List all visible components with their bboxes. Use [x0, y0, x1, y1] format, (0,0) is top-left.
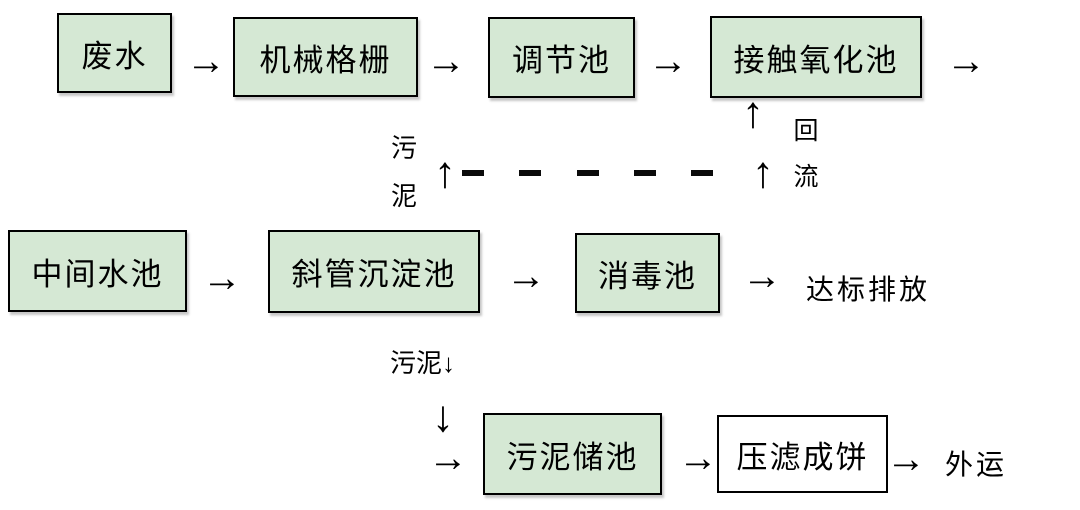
node-disinfection-tank-label: 消毒池 — [598, 258, 697, 294]
arrow-up-icon: ↑ — [752, 148, 774, 197]
node-mechanical-screen-label: 机械格栅 — [259, 42, 392, 78]
dash-segment — [576, 170, 599, 176]
dash-segment — [633, 170, 656, 176]
arrow-down-icon: ↓ — [432, 392, 454, 441]
arrow-right-icon: → — [678, 436, 718, 480]
node-intermediate-tank-label: 中间水池 — [31, 256, 164, 292]
label-outbound-transport: 外运 — [945, 449, 1008, 480]
label-discharge: 达标排放 — [806, 274, 931, 305]
node-wastewater-label: 废水 — [81, 38, 148, 74]
arrow-right-icon: → — [648, 39, 688, 83]
node-equalization-tank: 调节池 — [488, 17, 635, 98]
node-disinfection-tank: 消毒池 — [575, 233, 720, 313]
arrow-right-icon: → — [886, 437, 926, 481]
label-sludge-down: 污泥↓ — [390, 348, 456, 378]
node-filter-press-cake-label: 压滤成饼 — [736, 439, 869, 475]
node-inclined-tube-sedimentation-tank: 斜管沉淀池 — [268, 230, 480, 313]
arrow-right-icon: → — [186, 39, 226, 83]
dash-segment — [691, 170, 713, 176]
node-inclined-tube-sedimentation-tank-label: 斜管沉淀池 — [291, 257, 457, 292]
node-mechanical-screen: 机械格栅 — [233, 17, 418, 97]
arrow-right-icon: → — [426, 39, 466, 83]
dashed-reflux-line — [462, 170, 713, 176]
dash-segment — [462, 170, 484, 176]
node-filter-press-cake: 压滤成饼 — [717, 415, 888, 493]
node-intermediate-tank: 中间水池 — [8, 230, 187, 312]
node-sludge-storage-tank: 污泥储池 — [483, 413, 662, 495]
arrow-right-icon: → — [506, 254, 546, 298]
node-contact-oxidation-tank: 接触氧化池 — [710, 16, 922, 98]
label-sludge-vertical: 污泥 — [390, 133, 417, 211]
arrow-right-icon: → — [202, 256, 242, 300]
arrow-right-icon: → — [742, 254, 782, 298]
label-reflux-vertical: 回流 — [793, 117, 819, 191]
node-contact-oxidation-tank-label: 接触氧化池 — [733, 42, 899, 78]
node-wastewater: 废水 — [57, 13, 172, 93]
dash-segment — [519, 170, 542, 176]
arrow-up-icon: ↑ — [434, 148, 456, 197]
node-equalization-tank-label: 调节池 — [512, 43, 611, 78]
arrow-right-icon: → — [946, 39, 986, 83]
node-sludge-storage-tank-label: 污泥储池 — [506, 439, 639, 475]
arrow-up-into-oxidation-tank-icon: ↑ — [742, 88, 764, 137]
arrow-right-icon: → — [428, 436, 468, 480]
